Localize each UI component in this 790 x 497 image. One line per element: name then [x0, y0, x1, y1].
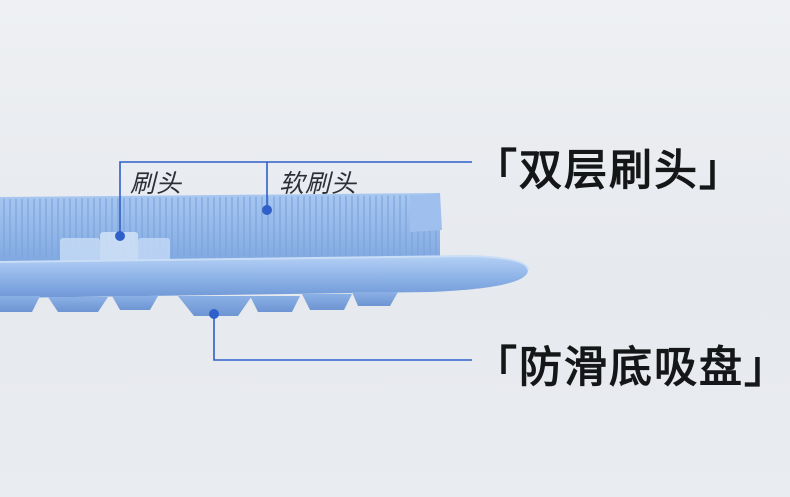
suction-cup-dot [209, 309, 219, 319]
callout-lines [119, 161, 472, 361]
suction-cups [0, 292, 398, 316]
brush-head-label: 刷头 [130, 169, 183, 198]
anti-slip-suction-cup-title: 「防滑底吸盘」 [474, 343, 789, 393]
double-layer-brush-head-title: 「双层刷头」 [474, 146, 744, 196]
soft-brush-head-label: 软刷头 [279, 169, 358, 198]
soft-brush-head-dot [262, 205, 272, 215]
base-disc [0, 254, 529, 298]
brush-head-dot [115, 231, 125, 241]
